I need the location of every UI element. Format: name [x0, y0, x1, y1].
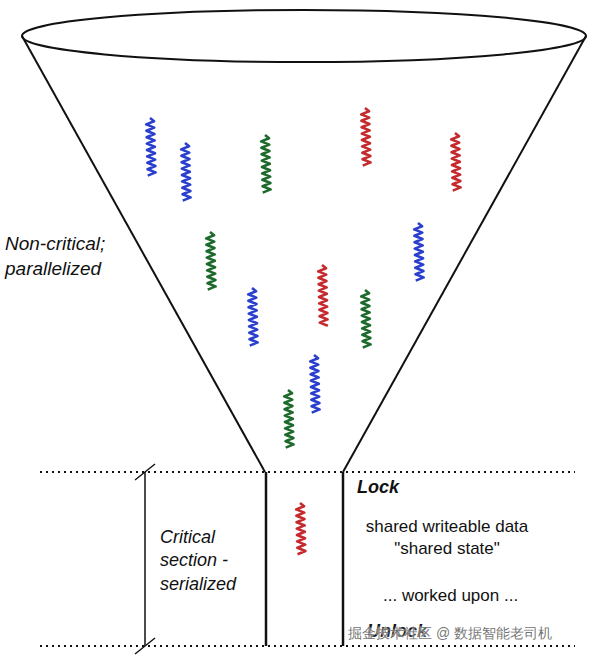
- bracket-tick: [135, 464, 155, 480]
- note-text: shared writeable data "shared state": [356, 516, 538, 560]
- bracket-tick: [135, 638, 155, 654]
- thread-squiggle: [451, 133, 460, 191]
- region-label: Non-critical; parallelized: [5, 232, 135, 281]
- thread-group: [146, 108, 460, 554]
- thread-squiggle: [361, 108, 370, 166]
- dotted-boundary: [40, 645, 575, 647]
- funnel-rim: [22, 10, 586, 62]
- thread-squiggle: [146, 118, 155, 176]
- lock-label: Lock: [357, 476, 399, 499]
- thread-squiggle: [206, 232, 215, 290]
- thread-squiggle: [181, 143, 190, 201]
- funnel-side: [343, 36, 586, 472]
- watermark: 掘金技术社区 @ 数据智能老司机: [348, 624, 552, 642]
- thread-squiggle: [318, 265, 328, 326]
- thread-squiggle: [296, 503, 305, 554]
- thread-squiggle: [248, 288, 257, 346]
- note-text: ... worked upon ...: [383, 585, 518, 607]
- bracket-label: Critical section - serialized: [160, 526, 265, 596]
- thread-squiggle: [261, 135, 270, 193]
- thread-squiggle: [310, 355, 319, 413]
- thread-squiggle: [414, 223, 423, 281]
- dotted-boundary: [40, 471, 575, 473]
- thread-squiggle: [361, 290, 370, 348]
- thread-squiggle: [284, 390, 293, 448]
- bracket-line: [144, 472, 146, 646]
- neck-wall: [342, 472, 345, 646]
- neck-wall: [265, 472, 268, 646]
